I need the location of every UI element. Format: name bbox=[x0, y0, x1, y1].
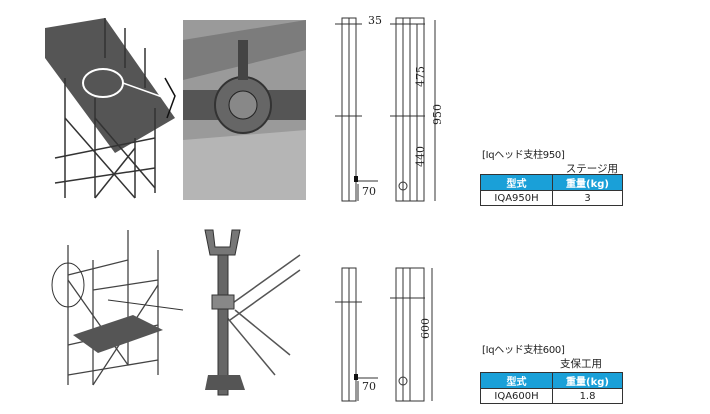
product-usage: ステージ用 bbox=[565, 163, 618, 175]
model-cell: IQA950H bbox=[479, 190, 554, 206]
dim-total: 950 bbox=[431, 104, 444, 125]
weight-cell: 3 bbox=[552, 190, 623, 206]
dim-base: 70 bbox=[362, 185, 376, 198]
head-pole-photo bbox=[204, 229, 301, 396]
pole-950-side-drawing bbox=[335, 17, 436, 202]
weight-cell: 1.8 bbox=[552, 388, 623, 404]
product-title: [Iqヘッド支柱950] bbox=[482, 150, 565, 161]
col-weight: 重量(kg) bbox=[552, 372, 623, 389]
product-usage: 支保工用 bbox=[560, 358, 602, 370]
dim-base: 70 bbox=[362, 380, 376, 393]
dim-top-offset: 35 bbox=[368, 14, 382, 27]
col-model: 型式 bbox=[479, 174, 554, 191]
dim-upper: 475 bbox=[414, 66, 427, 87]
head-joint-closeup-photo bbox=[183, 20, 306, 200]
dim-lower: 440 bbox=[414, 146, 427, 167]
shoring-scaffold-illustration bbox=[51, 230, 184, 386]
model-cell: IQA600H bbox=[479, 388, 554, 404]
dim-total: 600 bbox=[419, 318, 432, 339]
col-model: 型式 bbox=[479, 372, 554, 389]
pole-600-side-drawing bbox=[335, 267, 433, 402]
stage-scaffold-illustration bbox=[45, 18, 176, 199]
product-title: [Iqヘッド支柱600] bbox=[482, 345, 565, 356]
col-weight: 重量(kg) bbox=[552, 174, 623, 191]
